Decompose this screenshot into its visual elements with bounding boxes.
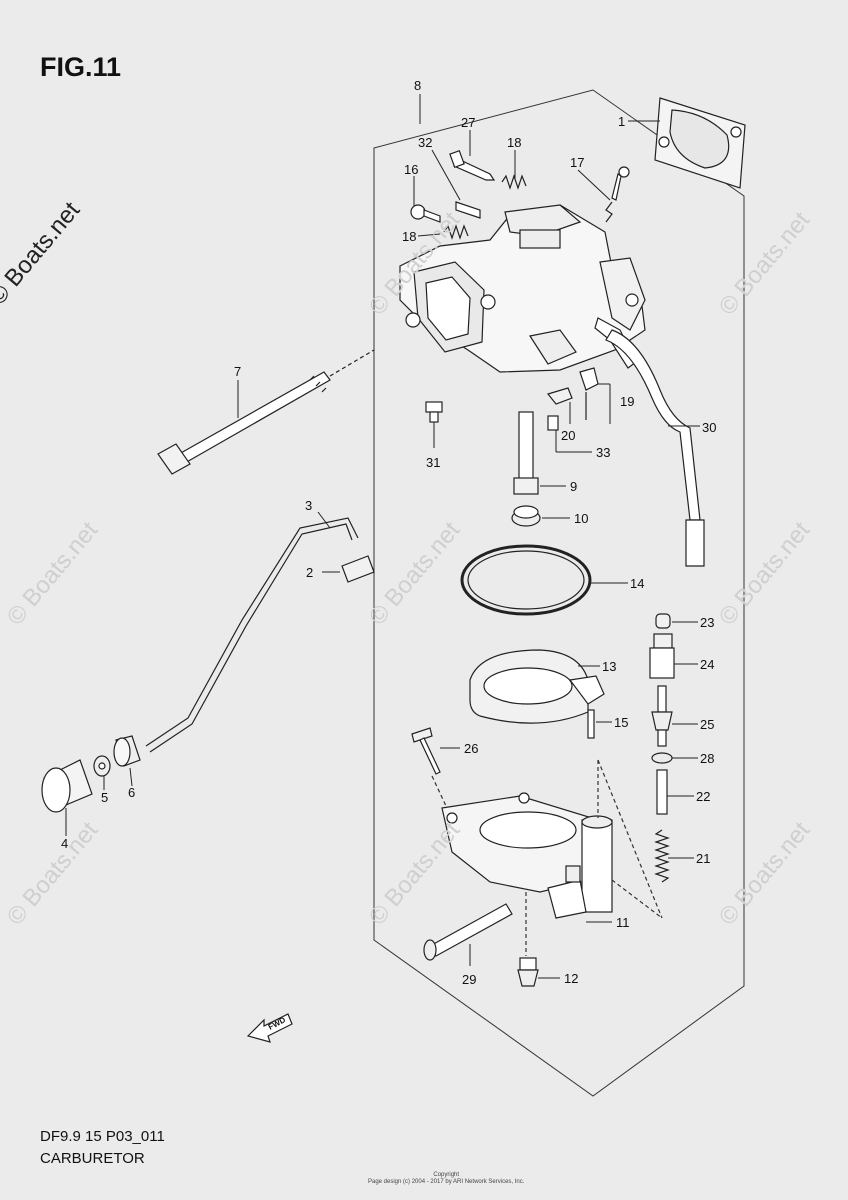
callout-22[interactable]: 22: [696, 789, 710, 804]
part-23-cap[interactable]: [655, 613, 671, 629]
callout-31[interactable]: 31: [426, 455, 440, 470]
part-1-gasket[interactable]: [654, 97, 746, 189]
part-4-knob[interactable]: [41, 759, 93, 813]
callout-27[interactable]: 27: [461, 115, 475, 130]
part-22-pin[interactable]: [656, 769, 668, 815]
callout-13[interactable]: 13: [602, 659, 616, 674]
model-code: DF9.9 15 P03_011: [40, 1128, 165, 1145]
part-7-bolt[interactable]: [157, 371, 331, 475]
part-16-screw[interactable]: [410, 204, 441, 223]
callout-1[interactable]: 1: [618, 114, 625, 129]
part-30-hose[interactable]: [605, 329, 705, 567]
part-26-screw[interactable]: [411, 727, 441, 775]
part-12-drain-screw[interactable]: [517, 957, 539, 987]
copyright-line-2: Page design (c) 2004 - 2017 by ARI Netwo…: [368, 1179, 525, 1185]
part-6-grommet[interactable]: [113, 735, 141, 767]
part-14-float-gasket[interactable]: [460, 544, 592, 616]
callout-labels: 1 2 3 4 5 6 7 8 9 10 11 12 13 14 15 16 1…: [61, 78, 716, 987]
part-18-spring-lower[interactable]: [443, 224, 469, 240]
part-33-pilot-jet[interactable]: [547, 415, 559, 431]
figure-title: FIG.11: [40, 52, 122, 82]
part-29-drain-tube[interactable]: [423, 903, 513, 961]
callout-12[interactable]: 12: [564, 971, 578, 986]
callout-23[interactable]: 23: [700, 615, 714, 630]
part-float-chamber-bowl[interactable]: [441, 792, 613, 913]
callout-6[interactable]: 6: [128, 785, 135, 800]
callout-16[interactable]: 16: [404, 162, 418, 177]
callout-3[interactable]: 3: [305, 498, 312, 513]
part-8-carburetor-body[interactable]: [399, 204, 646, 373]
callout-5[interactable]: 5: [101, 790, 108, 805]
part-32-screw[interactable]: [455, 201, 481, 219]
callout-18-upper[interactable]: 18: [507, 135, 521, 150]
part-9-main-nozzle[interactable]: [513, 411, 539, 495]
leader-lines: [65, 94, 700, 979]
part-25-valve[interactable]: [651, 685, 673, 747]
callout-18-lower[interactable]: 18: [402, 229, 416, 244]
callout-2[interactable]: 2: [306, 565, 313, 580]
part-27-pilot-screw[interactable]: [449, 149, 496, 181]
part-19-needle-valve[interactable]: [579, 367, 599, 420]
part-5-nut[interactable]: [93, 755, 111, 777]
callout-28[interactable]: 28: [700, 751, 714, 766]
callout-24[interactable]: 24: [700, 657, 714, 672]
part-10-grommet[interactable]: [511, 505, 541, 527]
callout-25[interactable]: 25: [700, 717, 714, 732]
copyright-line-1: Copyright: [433, 1172, 460, 1178]
part-11-plug[interactable]: [547, 865, 587, 919]
part-2-clamp[interactable]: [341, 555, 375, 583]
callout-8[interactable]: 8: [414, 78, 421, 93]
callout-30[interactable]: 30: [702, 420, 716, 435]
callout-26[interactable]: 26: [464, 741, 478, 756]
callout-7[interactable]: 7: [234, 364, 241, 379]
callout-20[interactable]: 20: [561, 428, 575, 443]
part-3-choke-rod[interactable]: [145, 517, 359, 753]
part-28-o-ring[interactable]: [651, 752, 673, 764]
callout-14[interactable]: 14: [630, 576, 644, 591]
callout-17[interactable]: 17: [570, 155, 584, 170]
callout-33[interactable]: 33: [596, 445, 610, 460]
fwd-arrow-icon: FWD: [246, 1013, 293, 1043]
callout-10[interactable]: 10: [574, 511, 588, 526]
callout-29[interactable]: 29: [462, 972, 476, 987]
callout-15[interactable]: 15: [614, 715, 628, 730]
part-24-diaphragm[interactable]: [649, 633, 675, 679]
alignment-lines: [431, 759, 663, 956]
callout-9[interactable]: 9: [570, 479, 577, 494]
part-15-float-pin[interactable]: [587, 709, 595, 739]
callout-32[interactable]: 32: [418, 135, 432, 150]
part-17-idle-screw[interactable]: [605, 166, 630, 223]
callout-19[interactable]: 19: [620, 394, 634, 409]
assembly-boundary: [373, 89, 745, 1097]
callout-11[interactable]: 11: [616, 915, 630, 930]
copyright-notice: Copyright Page design (c) 2004 - 2017 by…: [368, 1172, 524, 1186]
callout-21[interactable]: 21: [696, 851, 710, 866]
section-name: CARBURETOR: [40, 1150, 145, 1167]
part-21-spring[interactable]: [654, 829, 670, 883]
part-31-main-jet[interactable]: [425, 401, 443, 423]
part-18-spring-upper[interactable]: [501, 174, 527, 190]
part-20-clip[interactable]: [546, 387, 573, 405]
callout-4[interactable]: 4: [61, 836, 68, 851]
part-13-float[interactable]: [469, 649, 605, 724]
